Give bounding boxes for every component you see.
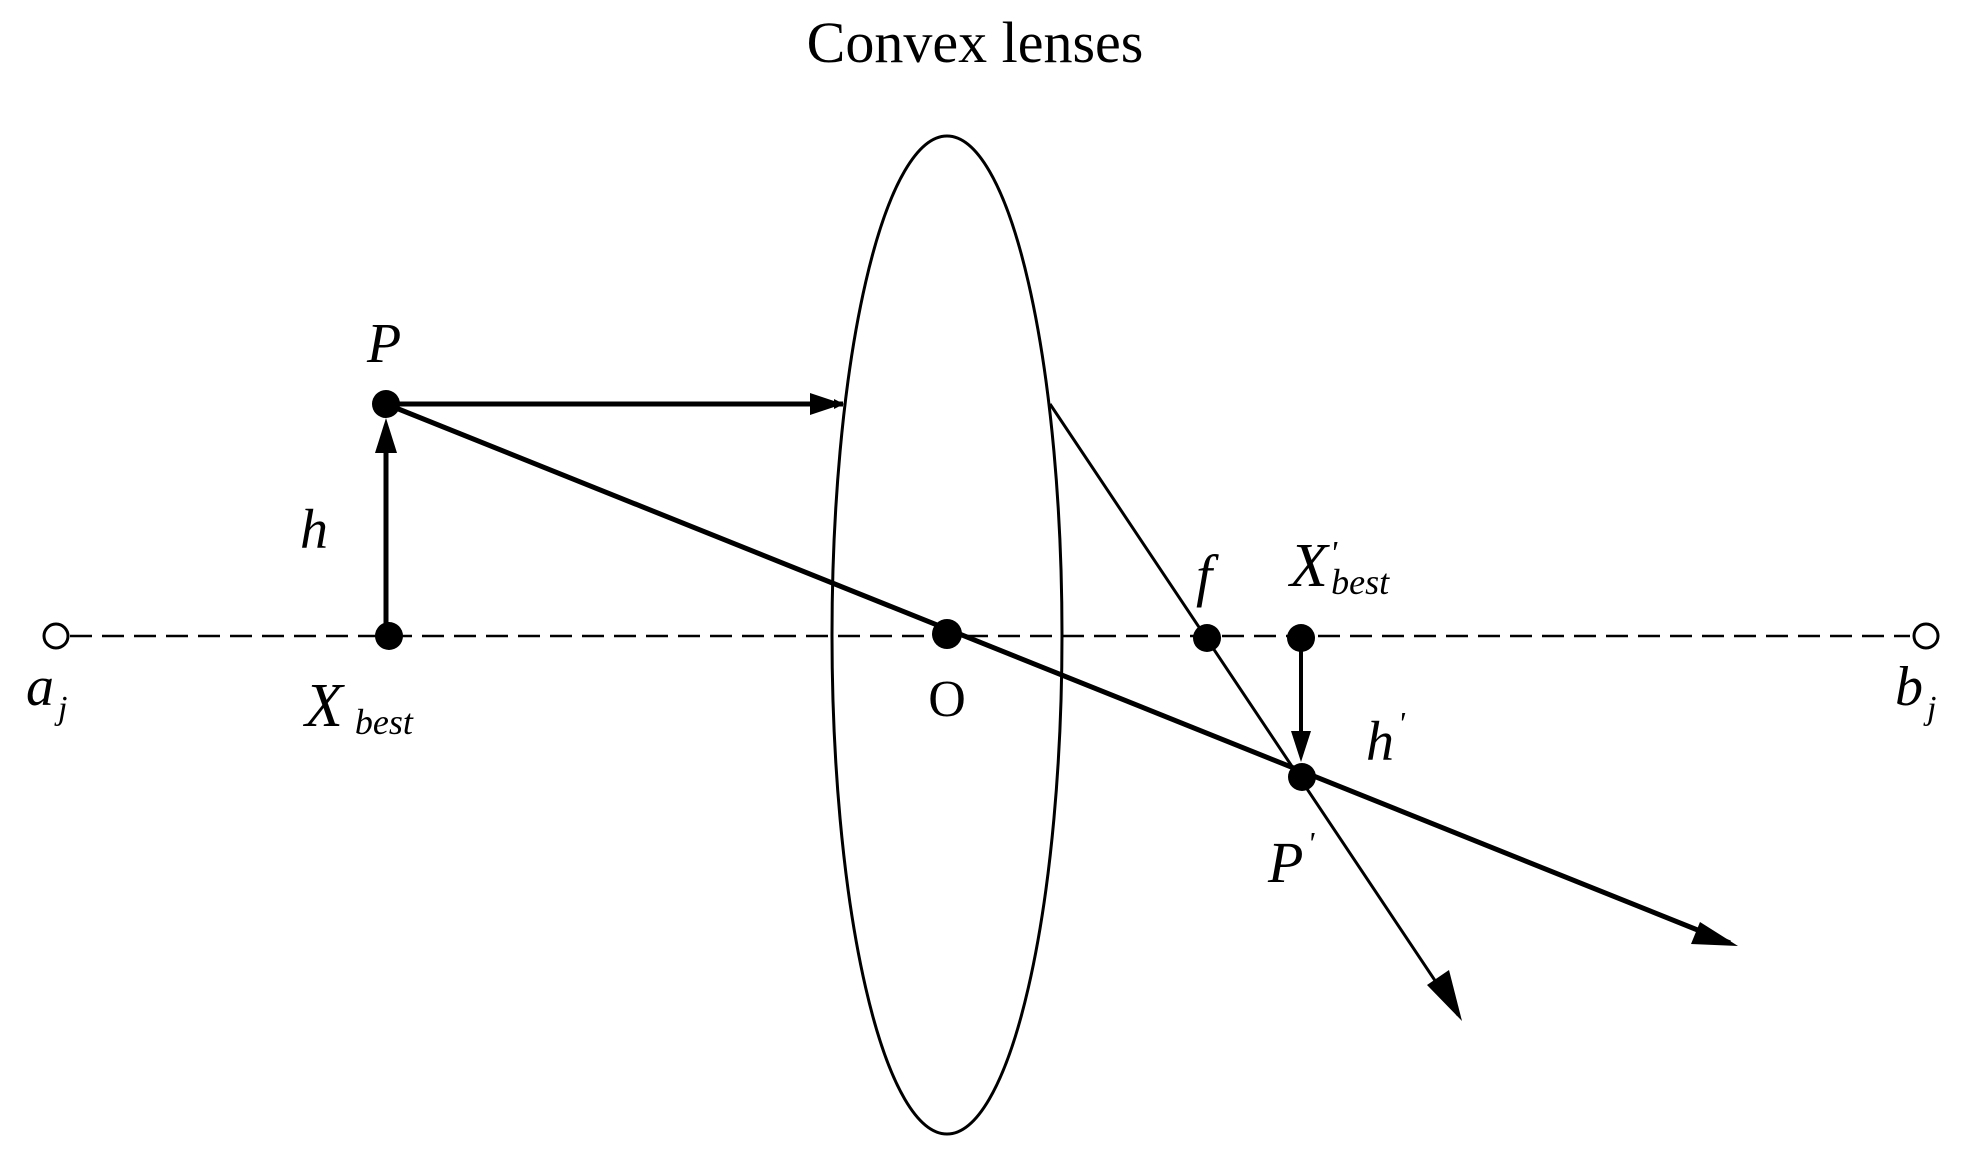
endpoint-b-marker	[1912, 622, 1940, 650]
label-X-best-prime: X'best	[1287, 532, 1390, 602]
refracted-ray-arrowhead	[1427, 970, 1462, 1021]
object-height-arrowhead	[375, 418, 397, 453]
convex-lens	[830, 134, 1064, 1136]
refracted-ray	[1048, 403, 1460, 1016]
parallel-ray-arrowhead	[810, 393, 843, 415]
diagram-title: Convex lenses	[807, 10, 1144, 75]
image-height-arrowhead	[1291, 731, 1311, 762]
label-h: h	[300, 499, 328, 561]
label-f: f	[1196, 543, 1219, 608]
label-P: P	[366, 313, 401, 375]
point-P-prime	[1288, 763, 1316, 791]
label-O: O	[928, 671, 966, 728]
point-P	[372, 390, 400, 418]
point-X-best-prime	[1287, 624, 1315, 652]
point-f	[1193, 624, 1221, 652]
endpoint-a-marker	[42, 622, 70, 650]
label-h-prime: h'	[1366, 705, 1406, 773]
point-X-best	[375, 622, 403, 650]
label-P-prime: P'	[1267, 825, 1315, 895]
point-O	[932, 619, 962, 649]
central-ray	[385, 401, 1731, 946]
central-ray-arrowhead	[1691, 922, 1738, 946]
